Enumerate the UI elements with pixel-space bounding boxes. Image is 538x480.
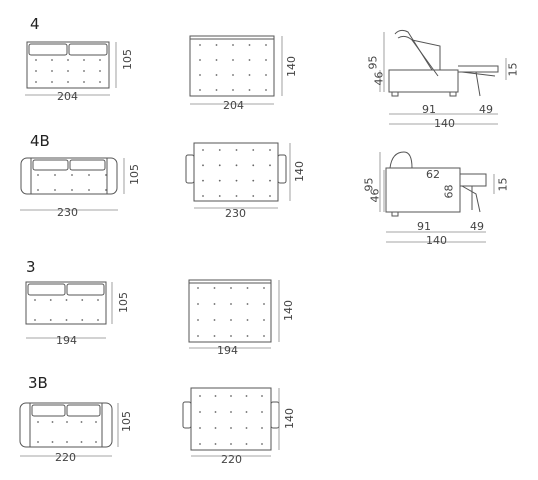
seat-depth-3: 105 [117, 292, 130, 313]
bed-top-view-3B [182, 387, 280, 451]
bed-width-4: 204 [223, 99, 244, 112]
side-view-bed [385, 151, 487, 217]
bed-top-view-4B [185, 142, 287, 202]
seat-depth-3B: 105 [120, 411, 133, 432]
model-name-3: 3 [26, 258, 36, 276]
dimension-lines [20, 32, 507, 457]
side1-depth-ext: 49 [479, 103, 493, 116]
tufting-dots [34, 44, 271, 445]
side2-mattress: 15 [496, 177, 510, 192]
side2-inner-a: 62 [426, 168, 440, 181]
side1-height-back: 95 [366, 55, 380, 70]
bed-top-view-3 [188, 279, 272, 343]
model-name-4: 4 [30, 15, 40, 33]
side1-mattress: 15 [506, 62, 520, 77]
model-name-4B: 4B [30, 132, 50, 150]
bed-length-4: 140 [285, 56, 298, 77]
side1-depth-total: 140 [434, 117, 455, 130]
sofa-top-view-3 [25, 281, 107, 325]
bed-width-3: 194 [217, 344, 238, 357]
bed-top-view-4 [189, 35, 275, 97]
seat-width-4: 204 [57, 90, 78, 103]
side2-depth-ext: 49 [470, 220, 484, 233]
side2-inner-b: 68 [442, 184, 456, 199]
seat-depth-4: 105 [121, 49, 134, 70]
seat-width-3: 194 [56, 334, 77, 347]
side2-depth-total: 140 [426, 234, 447, 247]
bed-length-4B: 140 [293, 161, 306, 182]
bed-width-3B: 220 [221, 453, 242, 466]
side-view-open [388, 29, 499, 97]
side2-depth-main: 91 [417, 220, 431, 233]
seat-width-3B: 220 [55, 451, 76, 464]
bed-length-3: 140 [282, 300, 295, 321]
sofa-top-view-4B [20, 157, 118, 195]
bed-width-4B: 230 [225, 207, 246, 220]
sofa-top-view-3B [19, 402, 113, 448]
seat-depth-4B: 105 [128, 164, 141, 185]
side2-height-seat: 46 [368, 188, 382, 203]
side1-depth-main: 91 [422, 103, 436, 116]
bed-length-3B: 140 [283, 408, 296, 429]
side1-height-seat: 46 [372, 71, 386, 86]
sofa-top-view-4 [26, 41, 110, 89]
model-name-3B: 3B [28, 374, 48, 392]
seat-width-4B: 230 [57, 206, 78, 219]
